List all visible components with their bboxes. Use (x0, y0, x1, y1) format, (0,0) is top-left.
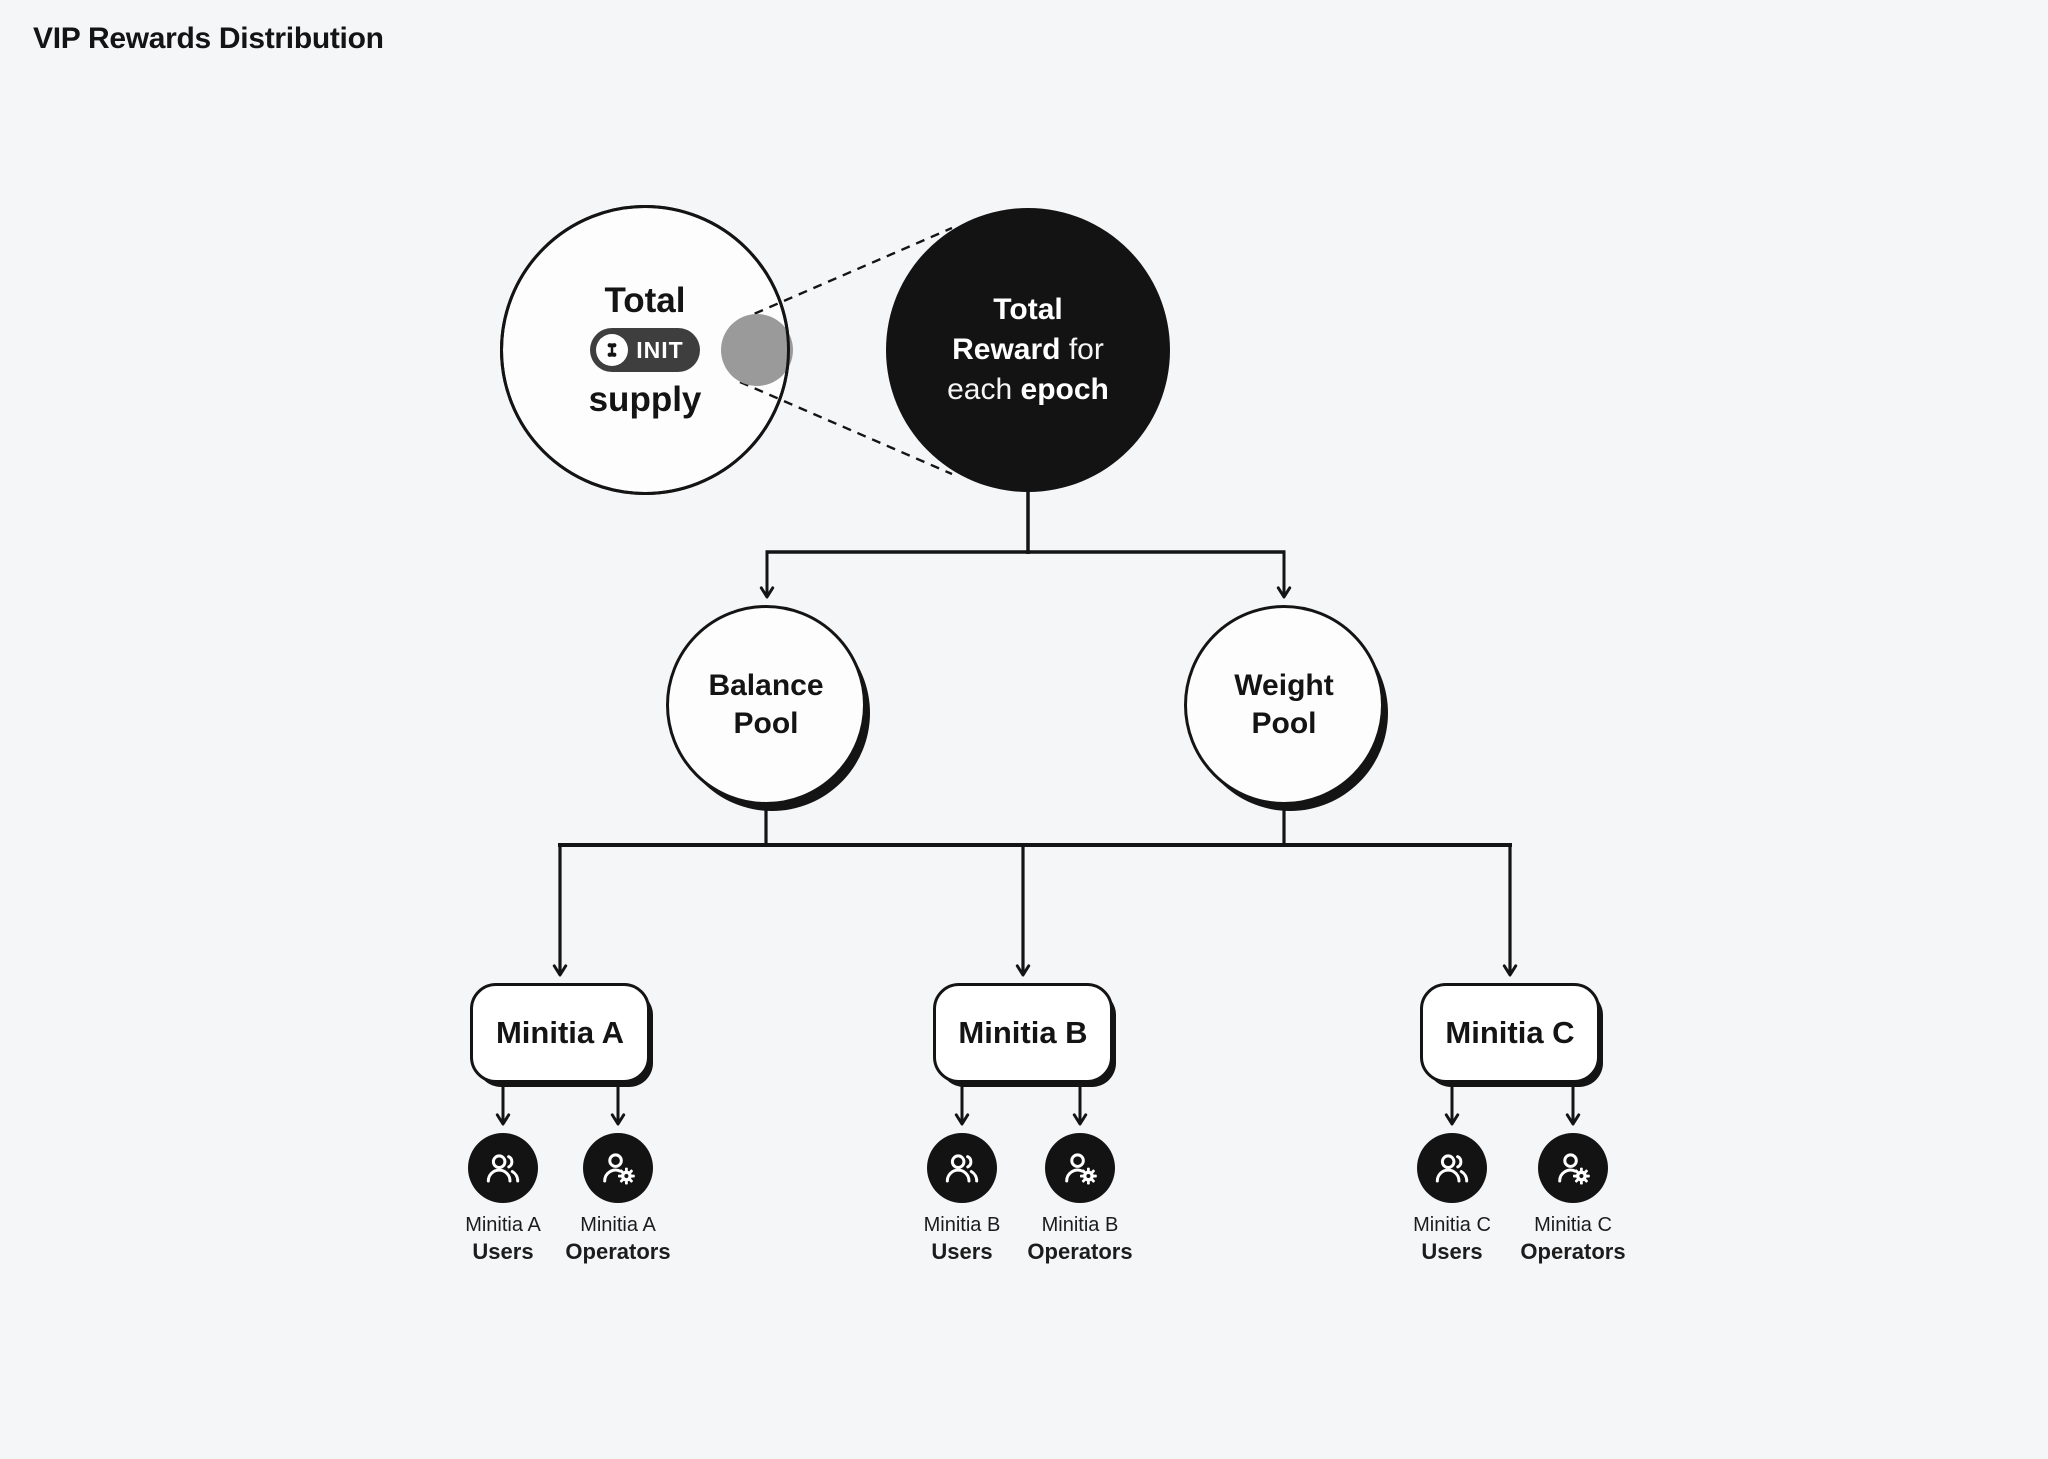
minitia-c-operators-label: Minitia C Operators (1520, 1214, 1626, 1264)
init-logo-glyph (607, 343, 617, 357)
reward-line2-bold: Reward (952, 332, 1061, 366)
user-gear-icon (1558, 1153, 1590, 1185)
minitia-c-users-label: Minitia C Users (1413, 1214, 1491, 1264)
balance-pool-label-1: Balance (708, 669, 824, 703)
minitia-a-users-label: Minitia A Users (465, 1214, 541, 1264)
reward-line2-light: for (1060, 332, 1104, 366)
user-gear-icon (603, 1153, 635, 1185)
minitia-c-label: Minitia C (1445, 1015, 1575, 1050)
weight-pool-label-2: Pool (1251, 707, 1317, 740)
weight-pool-label-1: Weight (1234, 669, 1334, 703)
minitia-c-users-node (1417, 1133, 1487, 1203)
two-users-icon (945, 1154, 979, 1183)
minitia-c-node: Minitia C (1420, 983, 1600, 1083)
two-users-icon (486, 1154, 520, 1183)
minitia-b-operators-node (1045, 1133, 1115, 1203)
reward-line3-light: each (947, 373, 1021, 407)
minitia-b-node: Minitia B (933, 983, 1113, 1083)
balance-pool-label-2: Pool (733, 707, 799, 740)
total-supply-node: Total INIT supply (500, 205, 790, 495)
init-coin-icon (596, 334, 629, 366)
reward-line-1: Total (993, 290, 1062, 330)
user-gear-icon (1065, 1153, 1097, 1185)
minitia-a-operators-node (583, 1133, 653, 1203)
total-reward-node: Total Reward for each epoch (886, 208, 1170, 492)
minitia-a-node: Minitia A (470, 983, 650, 1083)
supply-label-top: Total (604, 281, 686, 320)
supply-label-bottom: supply (588, 380, 702, 419)
minitia-a-operators-label: Minitia A Operators (565, 1214, 671, 1264)
reward-line1-bold: Total (993, 292, 1063, 326)
reward-line3-bold: epoch (1020, 373, 1109, 407)
balance-pool-node: Balance Pool (666, 605, 866, 805)
weight-pool-node: Weight Pool (1184, 605, 1384, 805)
init-token-badge: INIT (590, 328, 700, 372)
minitia-b-users-label: Minitia B Users (923, 1214, 1001, 1264)
minitia-b-users-node (927, 1133, 997, 1203)
two-users-icon (1435, 1154, 1469, 1183)
minitia-b-label: Minitia B (958, 1015, 1088, 1050)
page-title: VIP Rewards Distribution (33, 22, 384, 55)
minitia-b-operators-label: Minitia B Operators (1027, 1214, 1133, 1264)
init-badge-label: INIT (636, 336, 684, 363)
minitia-a-users-node (468, 1133, 538, 1203)
reward-line-3: each epoch (947, 370, 1109, 410)
minitia-a-label: Minitia A (495, 1015, 624, 1050)
reward-line-2: Reward for (952, 330, 1104, 370)
minitia-c-operators-node (1538, 1133, 1608, 1203)
